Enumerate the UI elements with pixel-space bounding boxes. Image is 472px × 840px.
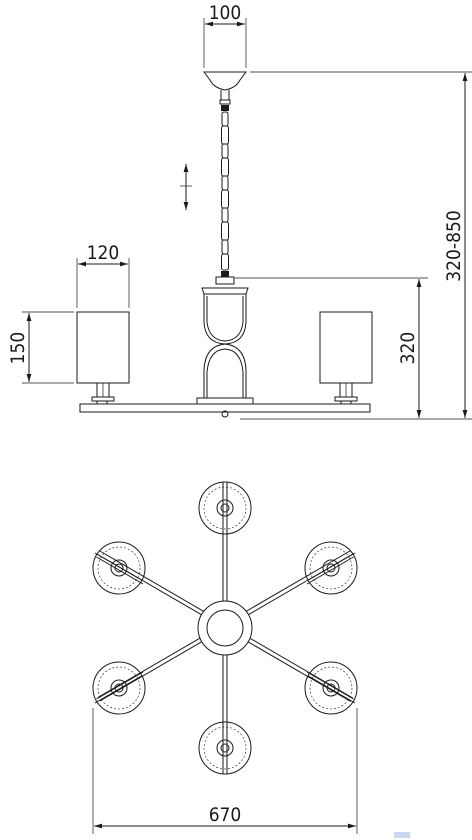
shade-bottom — [198, 721, 252, 775]
dim-shade-height-label: 150 — [7, 332, 29, 365]
dim-shade-width: 120 — [76, 242, 130, 308]
central-hub — [197, 600, 253, 656]
left-shade — [76, 311, 130, 405]
dim-overall-diameter-label: 670 — [209, 804, 242, 826]
shade-lower-left — [92, 661, 146, 715]
dim-shade-width-label: 120 — [87, 242, 120, 264]
watermark-mark — [394, 832, 410, 838]
dim-total-height: 320-850 — [250, 71, 472, 420]
top-view: 670 — [92, 481, 358, 834]
suspension-chain — [221, 105, 229, 277]
ceiling-canopy — [203, 71, 247, 105]
shade-upper-left — [92, 541, 146, 595]
central-body — [196, 276, 254, 418]
dim-shade-height: 150 — [7, 311, 74, 384]
dim-body-height: 320 — [235, 277, 428, 420]
adjustable-height-symbol: ↕ — [180, 164, 192, 210]
dim-canopy-width-label: 100 — [209, 2, 242, 24]
shade-upper-right — [304, 541, 358, 595]
right-shade — [319, 311, 373, 405]
shade-lower-right — [304, 661, 358, 715]
side-view: ↕ — [7, 2, 472, 420]
dim-total-height-label: 320-850 — [443, 210, 465, 281]
dim-body-height-label: 320 — [397, 332, 419, 365]
shade-top — [198, 481, 252, 535]
dim-overall-diameter: 670 — [92, 708, 358, 834]
dim-canopy-width: 100 — [203, 2, 247, 68]
arms-bar — [79, 403, 371, 413]
